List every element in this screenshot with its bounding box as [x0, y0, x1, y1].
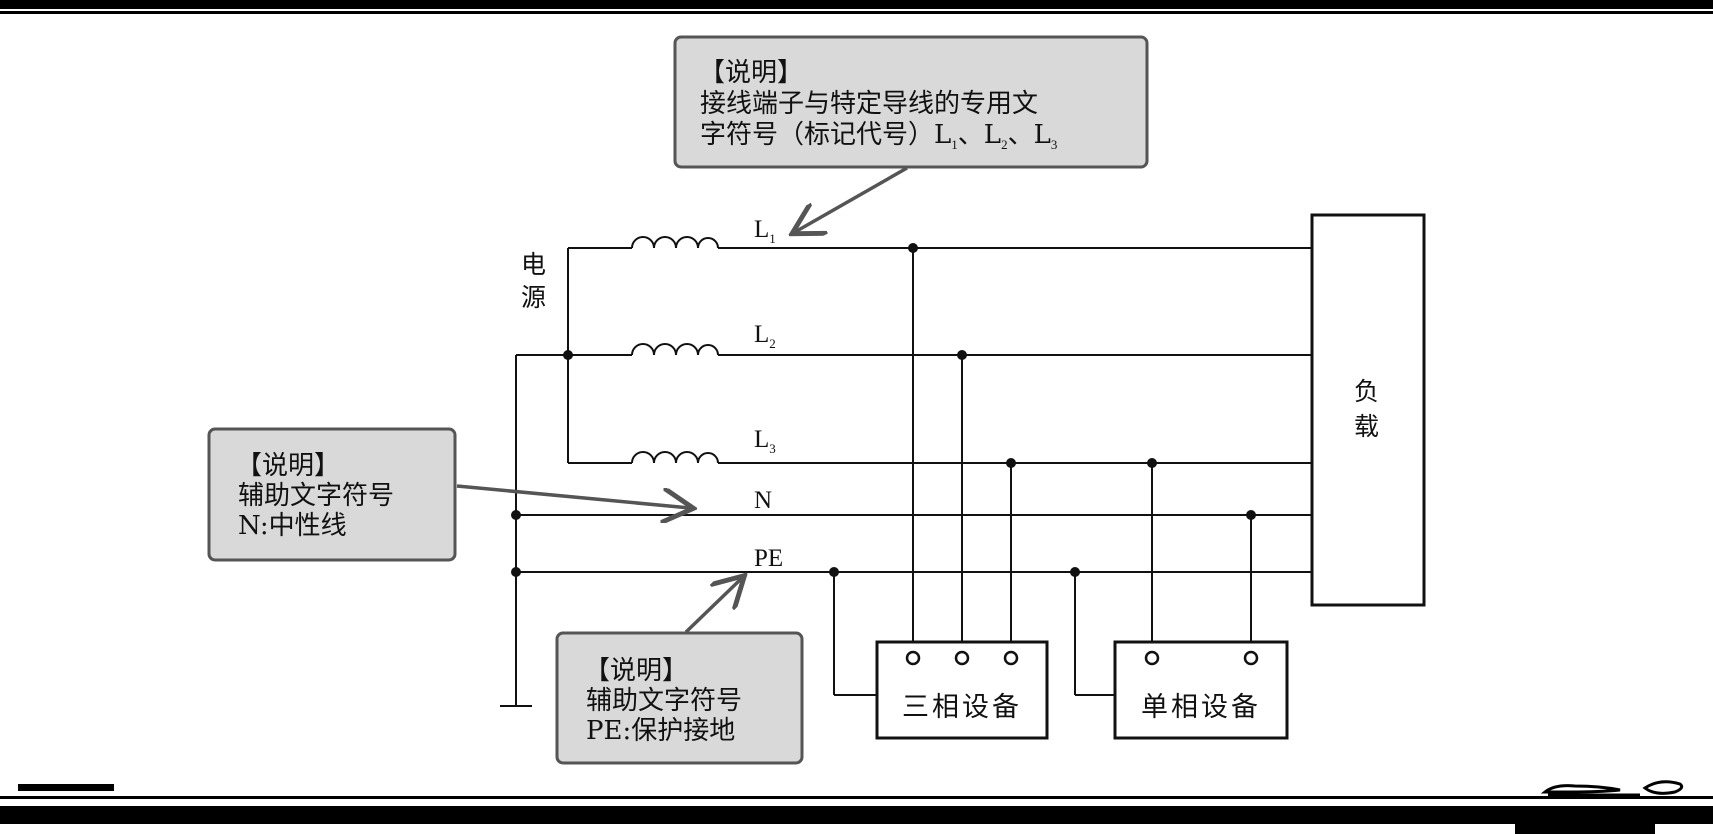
- callout-pe-line1: 辅助文字符号: [586, 686, 742, 716]
- single-phase-device-label: 单相设备: [1141, 692, 1261, 723]
- label-l3: L3: [754, 426, 776, 456]
- callout-neutral-line2: N:中性线: [238, 511, 347, 541]
- three-phase-device-label: 三相设备: [902, 692, 1022, 723]
- coil-l3: [631, 451, 719, 464]
- label-l1: L1: [754, 216, 776, 246]
- callout-pe-arrow: [684, 578, 742, 634]
- load-label-2: 载: [1354, 412, 1379, 441]
- bottom-left-mark: [18, 784, 114, 791]
- bottom-right-scribble: [1540, 780, 1684, 797]
- callout-neutral-arrow: [456, 484, 690, 508]
- coil-l2: [631, 343, 719, 356]
- callout-pe: 【说明】 辅助文字符号 PE:保护接地: [555, 631, 804, 765]
- callout-pe-title: 【说明】: [584, 656, 688, 686]
- label-n: N: [754, 487, 772, 514]
- callout-neutral: 【说明】 辅助文字符号 N:中性线: [207, 427, 457, 562]
- callout-neutral-title: 【说明】: [236, 451, 340, 481]
- junction-dots: [511, 243, 1256, 577]
- callout-pe-line2: PE:保护接地: [586, 716, 735, 746]
- three-phase-terminals: [905, 650, 1019, 666]
- top-border-bar: [0, 0, 1713, 9]
- single-phase-device-box: [1113, 640, 1289, 740]
- callout-terminal-line2: 字符号（标记代号）L1、L2、L3: [700, 120, 1057, 152]
- coil-l1: [631, 236, 719, 249]
- bottom-right-block: [1515, 822, 1655, 834]
- bottom-border-thin: [0, 796, 1713, 799]
- label-pe: PE: [754, 545, 783, 572]
- load-box: [1310, 213, 1426, 607]
- single-phase-terminals: [1144, 650, 1259, 666]
- label-l2: L2: [754, 321, 776, 351]
- source-label-1: 电: [521, 250, 546, 279]
- callout-terminal-line1: 接线端子与特定导线的专用文: [700, 89, 1038, 119]
- top-border-thin: [0, 11, 1713, 14]
- load-label-1: 负: [1354, 377, 1379, 406]
- callout-terminal-arrow: [795, 166, 908, 232]
- source-label-2: 源: [521, 283, 546, 312]
- callout-terminal: 【说明】 接线端子与特定导线的专用文 字符号（标记代号）L1、L2、L3: [673, 35, 1149, 169]
- callout-terminal-title: 【说明】: [699, 58, 803, 88]
- bottom-border-bar: [0, 806, 1713, 824]
- wiring: [500, 247, 1312, 707]
- callout-neutral-line1: 辅助文字符号: [238, 481, 394, 511]
